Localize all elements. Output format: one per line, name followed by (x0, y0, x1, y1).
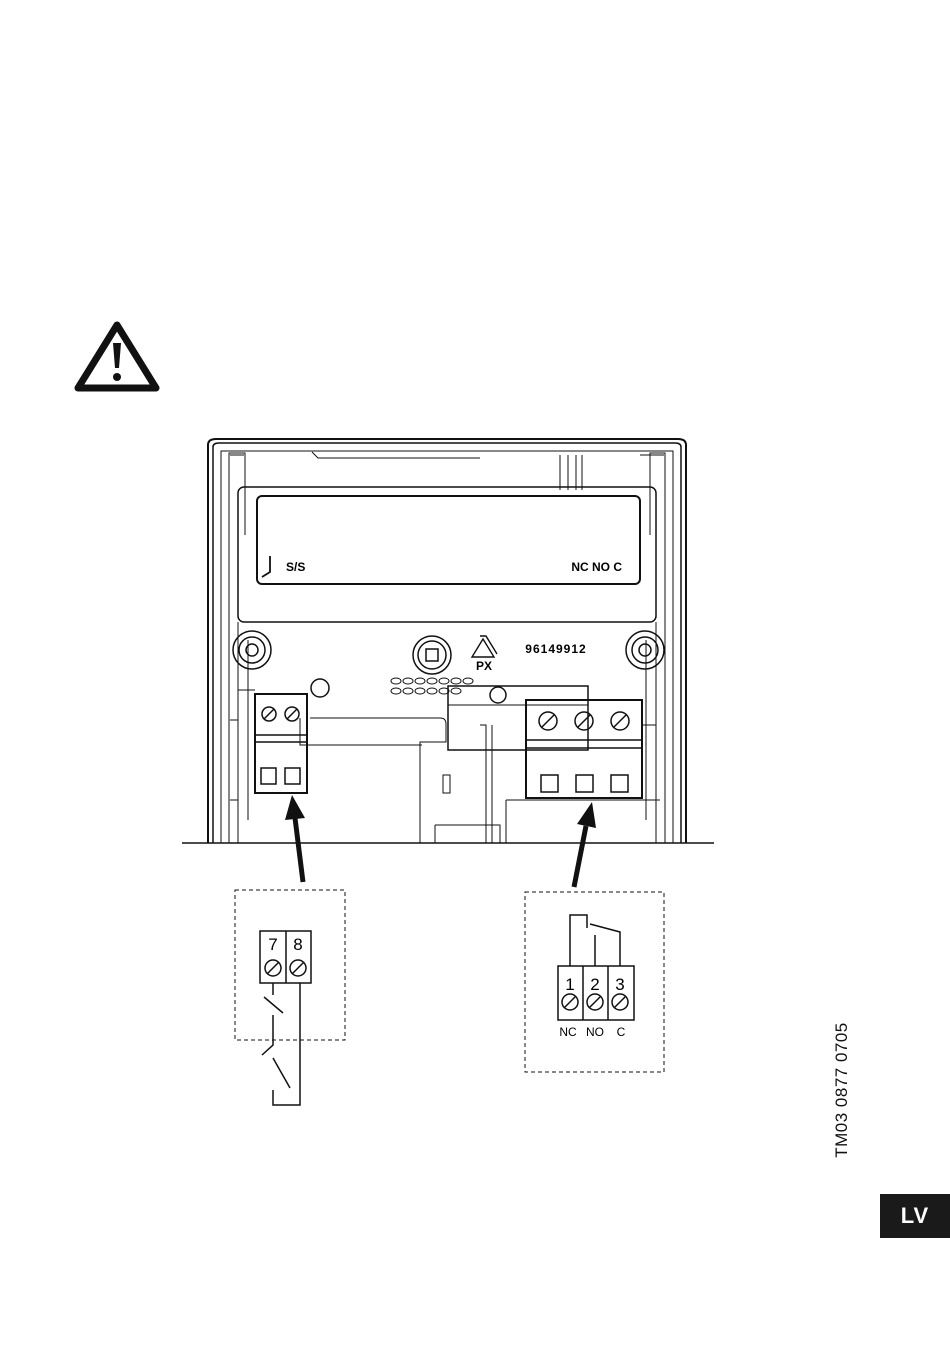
terminal-number-7: 7 (268, 935, 277, 954)
arrow-left (285, 795, 305, 882)
language-tab: LV (880, 1194, 950, 1238)
terminal-number-1: 1 (565, 975, 574, 994)
warning-icon (78, 325, 156, 388)
arrow-right (574, 802, 596, 887)
terminal-number-3: 3 (615, 975, 624, 994)
right-terminal-detail (558, 915, 634, 1020)
device-terminal-ss (255, 694, 307, 793)
ss-label: S/S (286, 560, 305, 574)
document-code: TM03 0877 0705 (832, 1022, 852, 1158)
relay-plate-label: NC NO C (571, 560, 622, 574)
terminal-label-no: NO (586, 1025, 604, 1039)
device-housing (182, 439, 714, 843)
terminal-label-nc: NC (559, 1025, 577, 1039)
device-terminal-relay (526, 700, 656, 798)
terminal-label-c: C (617, 1025, 626, 1039)
part-number: 96149912 (525, 642, 586, 656)
ground-switch-icon (262, 556, 270, 577)
terminal-number-8: 8 (293, 935, 302, 954)
recycle-mark: PX (476, 659, 492, 673)
terminal-number-2: 2 (590, 975, 599, 994)
left-terminal-detail (260, 931, 311, 1105)
recycle-icon (472, 636, 497, 657)
